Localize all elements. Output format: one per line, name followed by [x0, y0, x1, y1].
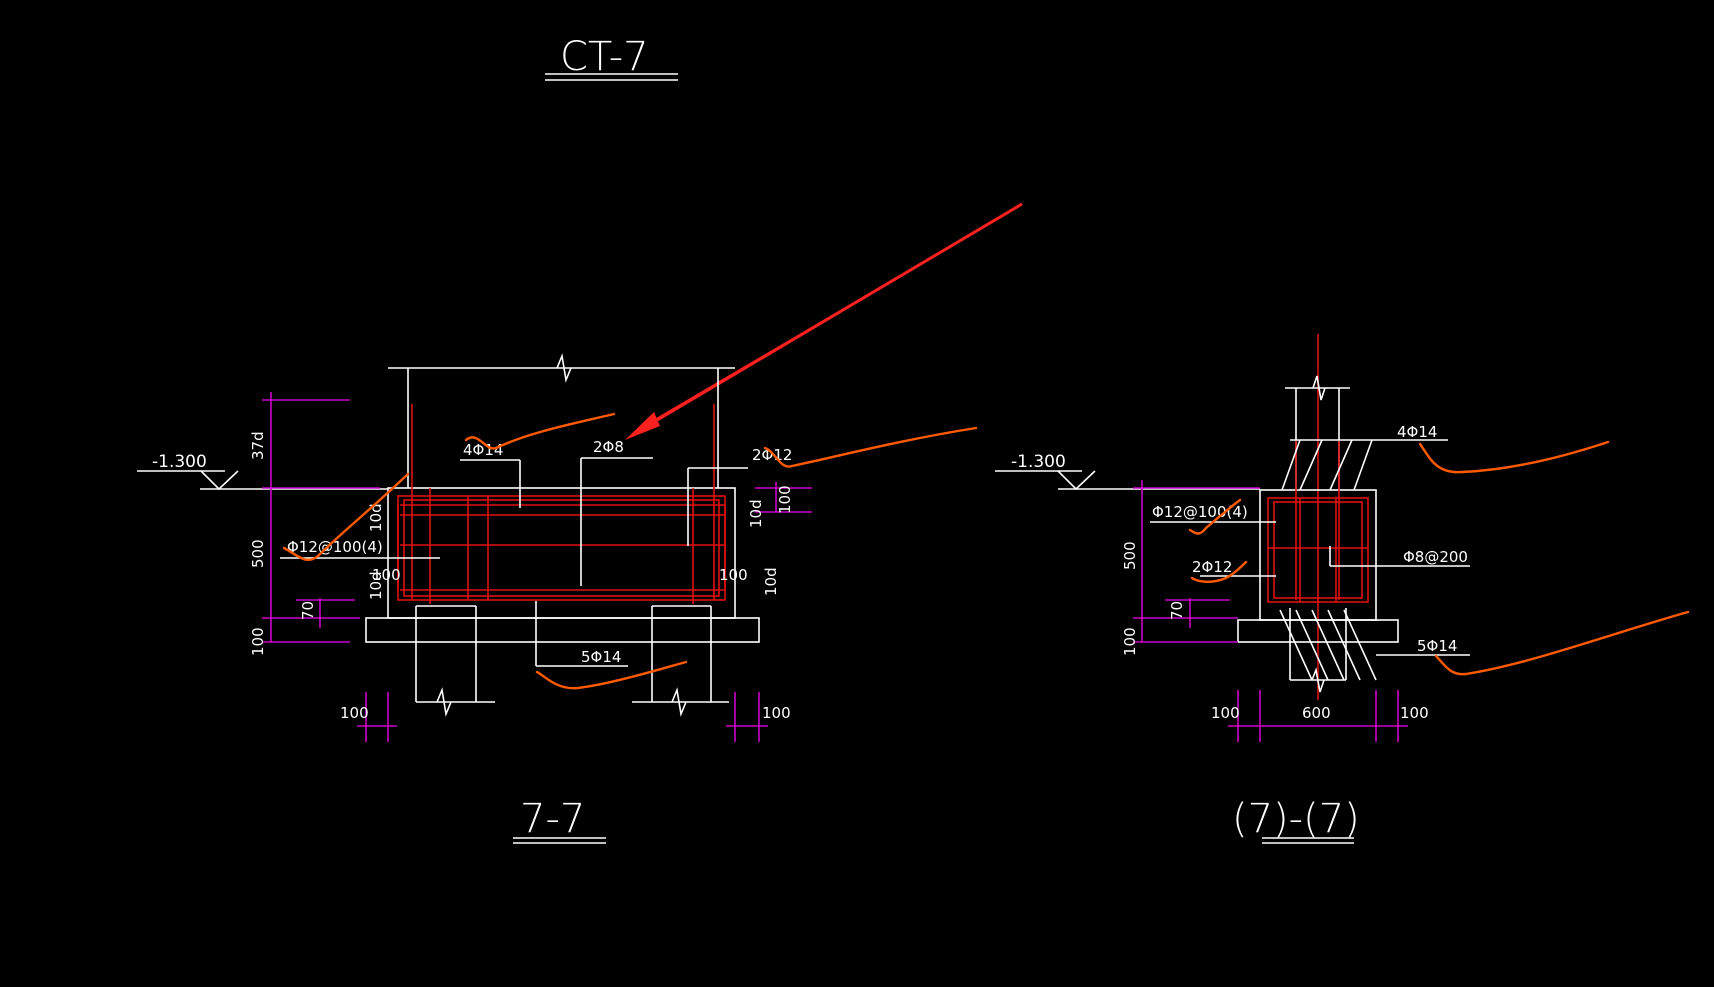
rebar-cage [397, 404, 726, 604]
handwritten-marks-left [282, 412, 978, 690]
rebar-side-label-right: 2Φ12 [1192, 558, 1232, 576]
dim-bottom-label-right: 100 [1121, 627, 1139, 656]
section-title-right-text: (7)-(7) [1232, 796, 1360, 842]
section-paren-7-7: -1.300 500 70 100 100 600 100 4Φ14 Φ12@1… [995, 334, 1690, 844]
section-7-7: -1.300 37d 500 70 100 10d 10d [137, 353, 978, 844]
section-title-left: 7-7 [513, 796, 606, 844]
rebar-side-label: 2Φ12 [752, 446, 792, 464]
stirrup-small-label-right: Φ8@200 [1403, 548, 1468, 566]
dim-edge-left-label: 100 [372, 566, 401, 584]
main-title-text: CT-7 [560, 34, 649, 80]
rebar-top-label: 4Φ14 [463, 441, 503, 459]
dimensions-left: 37d 500 70 100 10d 10d 10d 10d 100 100 1… [249, 392, 812, 742]
section-title-left-text: 7-7 [520, 796, 585, 842]
elevation-label-right: -1.300 [1011, 452, 1066, 472]
rebar-cage-right [1267, 440, 1369, 603]
dim-pile-right-label: 100 [762, 704, 791, 722]
leader-lines [280, 457, 748, 667]
rebar-middle-label: 2Φ8 [593, 438, 624, 456]
dim-bottom-label: 100 [249, 627, 267, 656]
dim-edge-right-label: 100 [719, 566, 748, 584]
rebar-labels-left: 4Φ14 2Φ8 2Φ12 Φ12@100(4) 5Φ14 [287, 438, 792, 666]
dim-width-label-right: 600 [1302, 704, 1331, 722]
stirrup-label: Φ12@100(4) [287, 538, 383, 556]
column-outline [388, 353, 735, 488]
elevation-mark-left: -1.300 [137, 452, 388, 491]
cap-outline-right [1237, 489, 1399, 693]
section-title-right: (7)-(7) [1232, 796, 1360, 844]
arrow-annotation [625, 202, 1023, 440]
dim-top-right-label: 100 [776, 485, 794, 514]
dim-depth-label-right: 500 [1121, 541, 1139, 570]
dim-hook-right-top-label: 10d [747, 499, 765, 528]
rebar-top-label-right: 4Φ14 [1397, 423, 1437, 441]
rebar-labels-right: 4Φ14 Φ12@100(4) 2Φ12 Φ8@200 5Φ14 [1152, 423, 1468, 655]
cap-outline [365, 487, 760, 717]
main-title: CT-7 [545, 34, 678, 81]
dim-pile-left-label: 100 [340, 704, 369, 722]
dim-hook-left-label: 10d [367, 503, 385, 532]
dim-left-label-right: 100 [1211, 704, 1240, 722]
dim-hook-left-bottom-label: 10d [367, 571, 385, 600]
elevation-mark-right: -1.300 [995, 452, 1260, 491]
stirrup-label-right: Φ12@100(4) [1152, 503, 1248, 521]
dimensions-right: 500 70 100 100 600 100 [1121, 480, 1429, 742]
dim-cover-label-right: 70 [1168, 601, 1186, 620]
rebar-bottom-label-right: 5Φ14 [1417, 637, 1457, 655]
dim-depth-label: 500 [249, 539, 267, 568]
dim-right-label-right: 100 [1400, 704, 1429, 722]
dim-hook-right-bottom-label: 10d [762, 567, 780, 596]
pile-rebar-right [1150, 439, 1470, 681]
dim-anchor-label: 37d [249, 431, 267, 460]
rebar-bottom-label: 5Φ14 [581, 648, 621, 666]
dim-cover-label: 70 [299, 601, 317, 620]
handwritten-marks-right [1188, 440, 1690, 676]
elevation-label: -1.300 [152, 452, 207, 472]
column-outline-right [1285, 334, 1350, 700]
